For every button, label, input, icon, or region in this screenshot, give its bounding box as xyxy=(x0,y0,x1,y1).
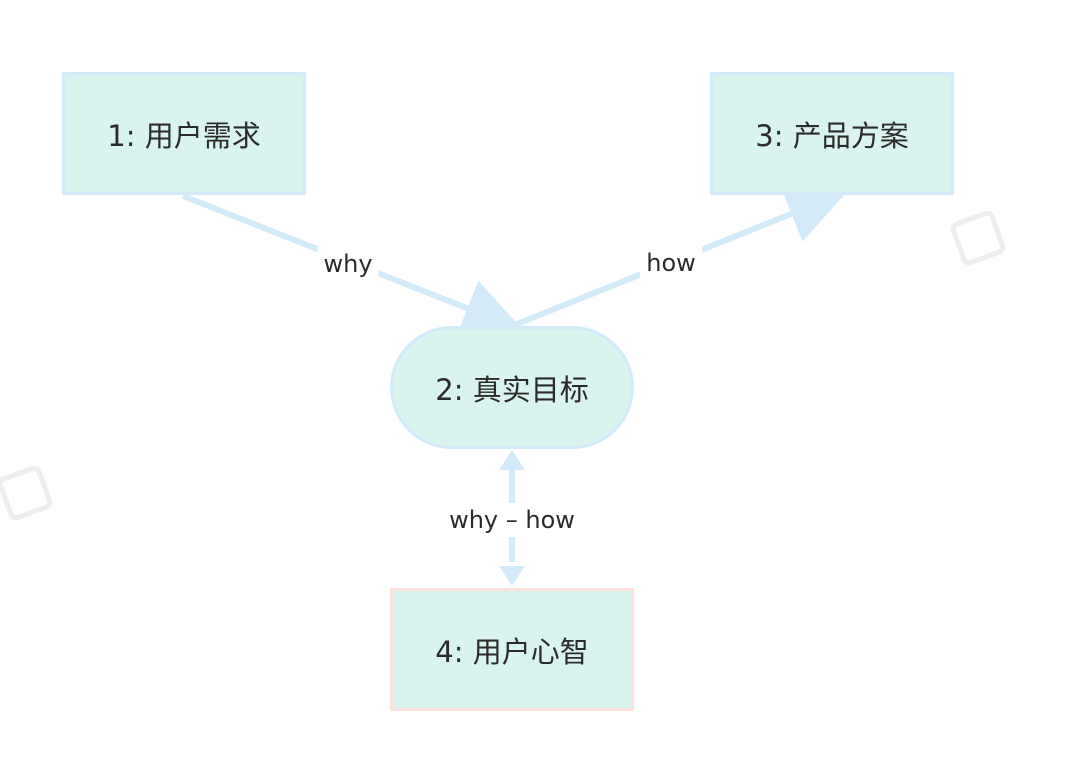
node-label: 4: 用户心智 xyxy=(435,634,589,669)
edge-label-why-how: why – how xyxy=(443,503,581,537)
arrowhead-down-icon xyxy=(499,566,525,586)
arrowhead-up-icon xyxy=(499,450,525,470)
node-label: 1: 用户需求 xyxy=(107,118,261,153)
node-label: 2: 真实目标 xyxy=(435,372,589,407)
node-product-solution: 3: 产品方案 xyxy=(710,72,954,195)
node-user-needs: 1: 用户需求 xyxy=(62,72,306,195)
node-label: 3: 产品方案 xyxy=(755,118,909,153)
edge-label-how: how xyxy=(640,246,702,280)
node-real-goal: 2: 真实目标 xyxy=(390,326,634,449)
edge-label-why: why xyxy=(317,247,379,281)
node-user-mind: 4: 用户心智 xyxy=(390,588,634,711)
